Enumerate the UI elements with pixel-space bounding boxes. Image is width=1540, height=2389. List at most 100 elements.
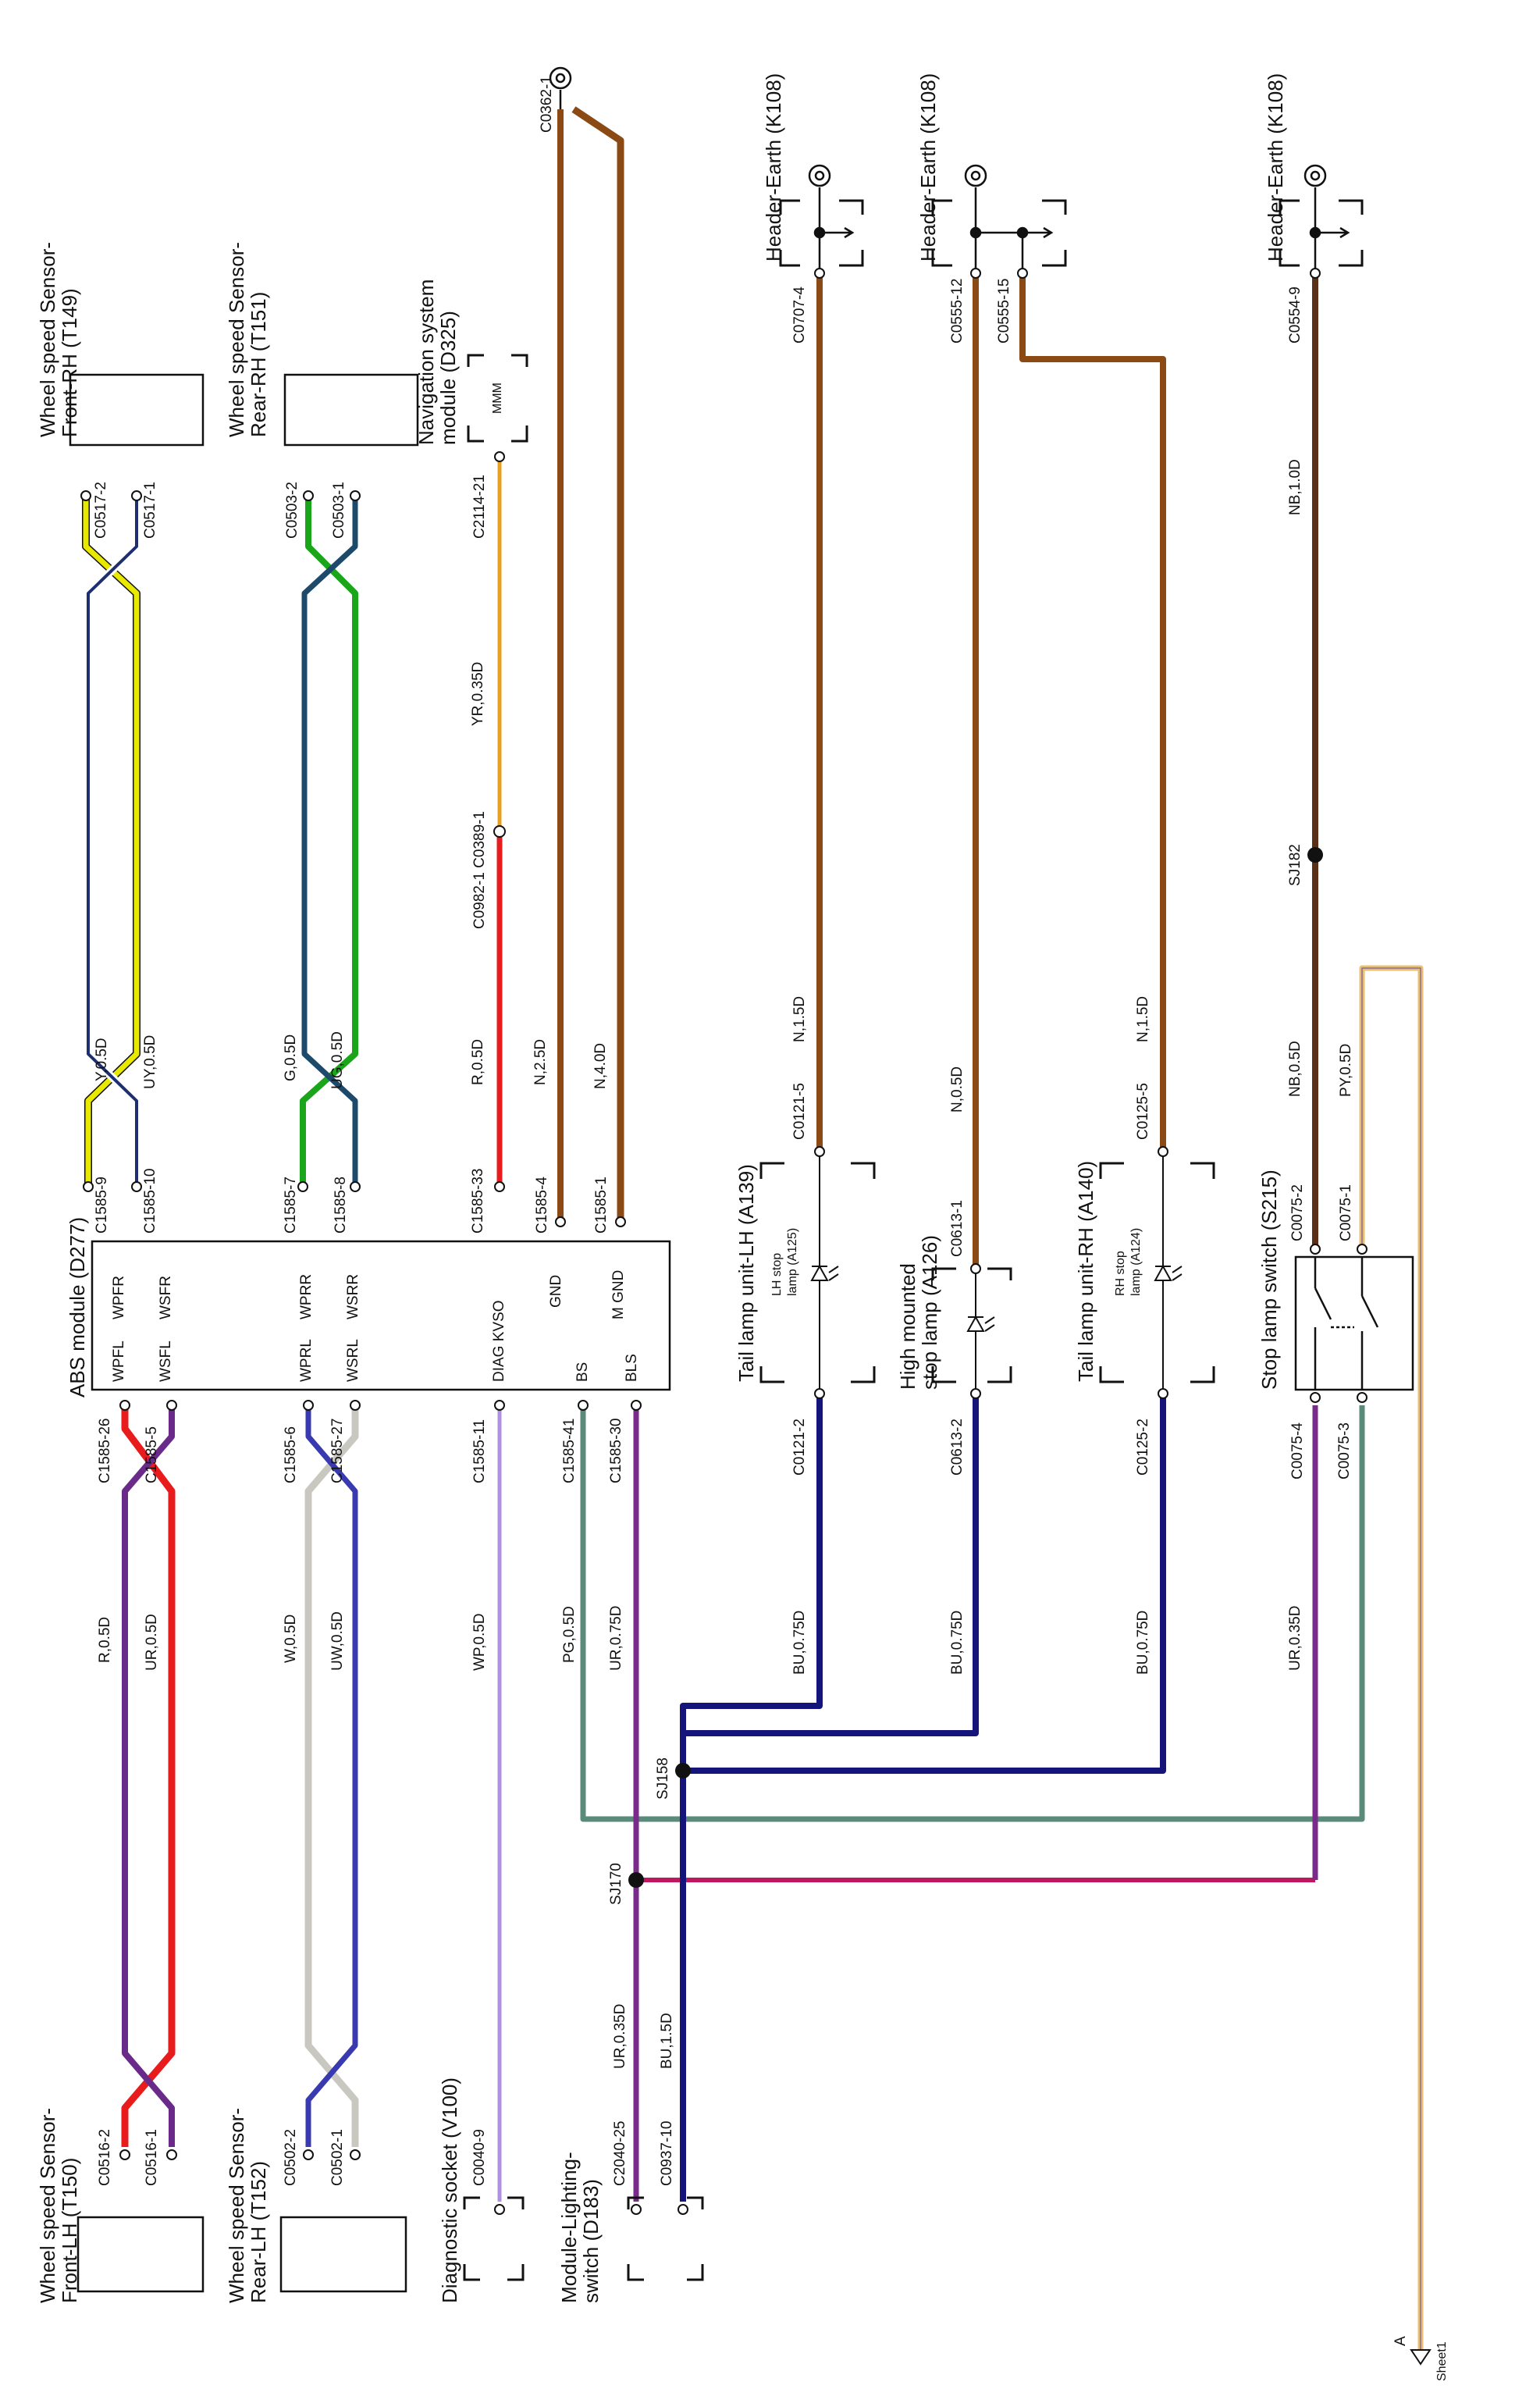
wire-rh-feed <box>683 1397 1166 1774</box>
abs-pin-diag: DIAG KVSO <box>491 1300 507 1382</box>
pin <box>303 2149 314 2160</box>
pin <box>631 2204 642 2215</box>
conn-c0613-2: C0613-2 <box>949 1419 966 1476</box>
pin <box>303 1400 314 1411</box>
wire-code-r: R,0.5D <box>97 1617 113 1663</box>
conn-c0075-1: C0075-1 <box>1338 1184 1354 1241</box>
abs-pin-wprr: WPRR <box>298 1274 315 1319</box>
conn-c0555-15: C0555-15 <box>996 279 1012 344</box>
wire-rh-gnd <box>1019 273 1166 1152</box>
conn-c0121-5: C0121-5 <box>791 1083 808 1140</box>
pin <box>631 1400 642 1411</box>
pin <box>678 2204 688 2215</box>
conn-c0503-1: C0503-1 <box>331 482 347 539</box>
abs-pin-wsrr: WSRR <box>345 1274 361 1319</box>
ls-name: Module-Lighting- <box>557 2152 581 2303</box>
pin <box>303 490 314 501</box>
pin <box>1158 1146 1168 1157</box>
lamp-icon <box>1154 1155 1183 1390</box>
pin <box>1017 268 1028 279</box>
splices <box>628 847 1323 1888</box>
connector-pins <box>80 268 1368 2215</box>
wire-code-py: PY,0.5D <box>1338 1044 1354 1097</box>
conn-c1585-27: C1585-27 <box>329 1419 346 1483</box>
hm-name2: stop lamp (A126) <box>918 1235 941 1390</box>
he2-box <box>931 199 1067 267</box>
splice-sj170 <box>628 1872 644 1888</box>
pin <box>119 2149 130 2160</box>
conn-c0516-2: C0516-2 <box>97 2129 113 2186</box>
wire-ws-fl-ur <box>122 1405 175 2147</box>
pin <box>970 1388 981 1399</box>
pin <box>83 1181 94 1192</box>
abs-pin-gnd: GND <box>548 1275 564 1308</box>
ground-symbols <box>549 66 1350 273</box>
wire-ws-fr-y <box>82 500 140 1187</box>
wire-ws-rl-uw <box>305 1405 358 2147</box>
earth-icon <box>808 164 855 273</box>
wire-code-w: W,0.5D <box>283 1615 299 1663</box>
wire-mgnd <box>571 106 624 1222</box>
pin <box>494 1400 505 1411</box>
wire-code-ur: UR,0.5D <box>144 1614 160 1671</box>
nav-name: Navigation system <box>414 279 438 445</box>
conn-c2114-21: C2114-21 <box>471 475 488 539</box>
pin <box>814 268 825 279</box>
conn-c0613-1: C0613-1 <box>949 1200 966 1257</box>
hm-name: High mounted <box>896 1263 919 1390</box>
conn-c0362-1: C0362-1 <box>539 76 555 133</box>
wire-code-nb05: NB,0.5D <box>1287 1041 1303 1097</box>
ws-rl-name2: Rear-LH (T152) <box>247 2161 270 2303</box>
tl-rh-box <box>1099 1162 1215 1383</box>
conn-c1585-9: C1585-9 <box>94 1177 110 1234</box>
wire-sw-py <box>1359 965 1424 2350</box>
wire-code-uw: UW,0.5D <box>329 1611 346 1671</box>
conn-c0937-10: C0937-10 <box>659 2121 675 2186</box>
ls-name2: switch (D183) <box>579 2179 603 2303</box>
conn-c0517-2: C0517-2 <box>93 482 109 539</box>
ws-rl-name: Wheel speed Sensor- <box>225 2108 248 2303</box>
pin <box>494 1181 505 1192</box>
conn-c0555-12: C0555-12 <box>949 279 966 344</box>
wire-code-mgnd: N,4.0D <box>592 1043 609 1089</box>
pin <box>494 451 505 462</box>
wire-code-nb10: NB,1.0D <box>1287 459 1303 515</box>
pin <box>555 1216 566 1227</box>
wire-lh-feed <box>680 1397 823 2202</box>
wire-ws-rr-g <box>300 500 358 1187</box>
abs-pin-wprl: WPRL <box>298 1339 315 1382</box>
tl-rh-name: Tail lamp unit-RH (A140) <box>1074 1161 1097 1382</box>
pin <box>350 1400 361 1411</box>
wire-code-y: Y,0.5D <box>94 1038 110 1081</box>
conn-c1585-7: C1585-7 <box>283 1177 299 1234</box>
pin <box>297 1181 308 1192</box>
ws-fr-name: Wheel speed Sensor- <box>36 242 59 437</box>
wire-code-rh-feed: BU,0.75D <box>1135 1611 1151 1675</box>
pin <box>1357 1392 1368 1403</box>
wire-code-diag-r: R,0.5D <box>470 1039 486 1085</box>
pin <box>615 1216 626 1227</box>
pin <box>166 1400 177 1411</box>
conn-c0516-1: C0516-1 <box>144 2129 160 2186</box>
conn-c0503-2: C0503-2 <box>284 482 301 539</box>
wire-ws-rl-w <box>304 1405 359 2147</box>
tl-lh-box <box>759 1162 876 1383</box>
tl-rh-inner1: RH stop <box>1114 1251 1127 1296</box>
nav-box <box>467 354 528 443</box>
wire-code-ug: UG,0.5D <box>329 1031 346 1089</box>
ws-rr-name: Wheel speed Sensor- <box>225 242 248 437</box>
pin <box>578 1400 589 1411</box>
pin <box>1357 1244 1368 1255</box>
he2-name: Header-Earth (K108) <box>916 73 940 262</box>
conn-c2040-25: C2040-25 <box>612 2121 628 2186</box>
abs-module-box <box>91 1240 671 1391</box>
tl-lh-inner1: LH stop <box>770 1253 784 1296</box>
conn-c1585-5: C1585-5 <box>144 1426 160 1483</box>
pin <box>350 2149 361 2160</box>
conn-c0040-9: C0040-9 <box>471 2129 488 2186</box>
wire-code-hm-gnd: N,0.5D <box>949 1066 966 1113</box>
wire-code-wp: WP,0.5D <box>471 1613 488 1671</box>
splice-sj182 <box>1307 847 1323 863</box>
wire-ws-fl-r <box>121 1405 176 2147</box>
he1-box <box>779 199 864 267</box>
